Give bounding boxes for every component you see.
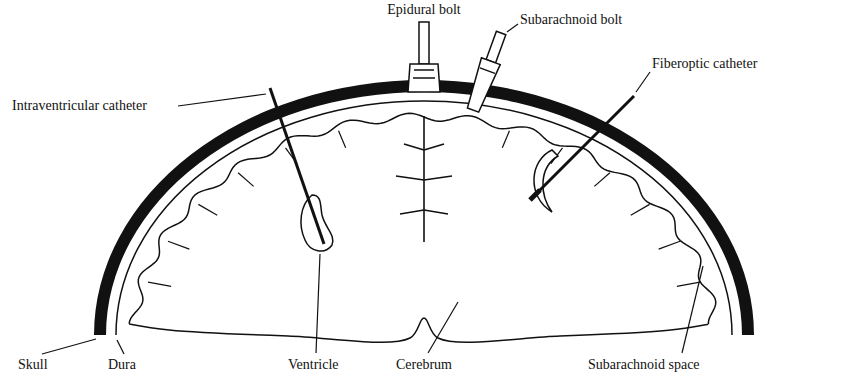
sulcus <box>631 204 650 215</box>
leader-line <box>117 340 124 354</box>
part-label: Fiberoptic catheter <box>652 56 757 72</box>
fiberoptic-catheter <box>532 96 634 198</box>
leader-line <box>178 94 266 106</box>
leader-line <box>682 266 703 353</box>
leader-line <box>316 254 320 353</box>
sulcus <box>168 241 189 249</box>
part-label: Dura <box>108 357 136 373</box>
sulcus <box>659 241 680 249</box>
leader-line <box>507 24 518 32</box>
leader-line <box>636 72 650 92</box>
subarachnoid-bolt <box>464 30 511 114</box>
part-label: Cerebrum <box>396 357 452 373</box>
sulcus <box>339 131 346 148</box>
midline-fissure <box>396 116 452 242</box>
part-label: Intraventricular catheter <box>12 98 147 114</box>
part-label: Subarachnoid bolt <box>520 12 622 28</box>
cerebrum-outline <box>129 113 716 342</box>
intraventricular-catheter <box>270 88 324 244</box>
epidural-bolt <box>408 22 440 92</box>
sulcus <box>677 282 700 286</box>
sulcus <box>238 173 254 187</box>
sulcus <box>198 204 217 215</box>
cerebrum <box>129 113 716 342</box>
sulcus <box>594 173 610 187</box>
part-label: Epidural bolt <box>387 2 461 18</box>
leader-line <box>428 302 458 353</box>
part-label: Subarachnoid space <box>588 357 700 373</box>
leader-line <box>42 339 96 354</box>
sulcus <box>148 282 171 286</box>
sulcus <box>502 131 509 148</box>
part-label: Skull <box>18 357 48 373</box>
right-ventricle <box>534 150 558 212</box>
part-label: Ventricle <box>288 357 339 373</box>
catheter-tip <box>530 190 540 200</box>
